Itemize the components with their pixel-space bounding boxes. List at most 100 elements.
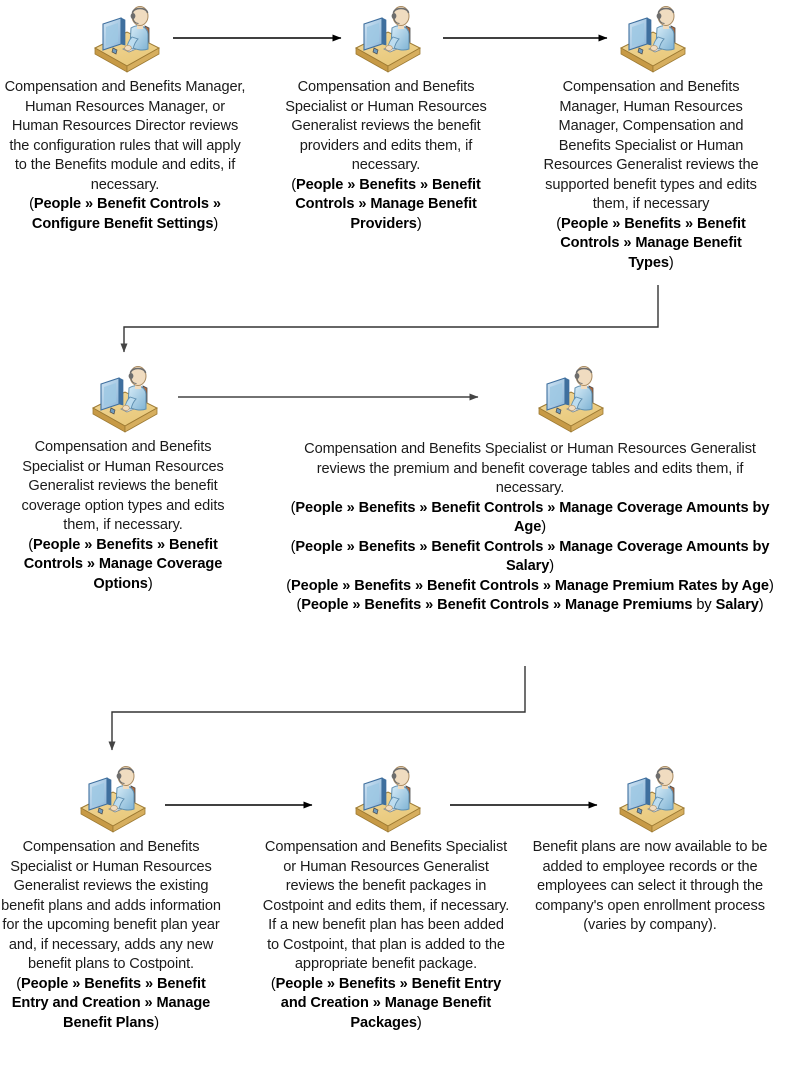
nav-separator: » (354, 196, 371, 212)
node-text: Compensation and Benefits Specialist or … (270, 78, 502, 234)
nav-separator: » (415, 538, 432, 555)
node-body: Compensation and Benefits Specialist or … (285, 79, 487, 173)
person-at-workstation-icon (527, 364, 611, 436)
person-at-workstation-icon (608, 764, 692, 836)
navigation-path: (People » Benefits » Benefit Controls » … (556, 215, 746, 271)
nav-segment: Manage Benefit Plans (63, 995, 211, 1031)
node-text: Compensation and Benefits Specialist or … (262, 838, 510, 1033)
navigation-path: (People » Benefits » Benefit Controls » … (296, 597, 764, 613)
nav-segment: Manage Benefit Packages (350, 995, 492, 1031)
navigation-path: (People » Benefits » Benefit Entry and C… (11, 975, 211, 1031)
navigation-path: (People » Benefits » Benefit Controls » … (23, 536, 223, 592)
nav-segment: Benefit Controls (431, 538, 544, 555)
nav-separator: » (538, 577, 555, 594)
nav-segment: Manage Premium Rates by Age (554, 577, 769, 594)
node-nav-paths: (People » Benefits » Benefit Entry and C… (0, 975, 222, 1034)
nav-segment: Benefits (358, 499, 416, 516)
nav-separator: » (416, 176, 432, 193)
nav-segment: People (561, 215, 609, 232)
person-at-workstation-icon (344, 764, 428, 836)
nav-separator: » (81, 196, 98, 212)
node-nav-paths: (People » Benefits » Benefit Controls » … (537, 215, 765, 274)
node-text: Compensation and Benefits Specialist or … (282, 440, 778, 616)
person-at-workstation-icon (609, 4, 693, 76)
nav-segment: Benefit Controls (560, 215, 746, 252)
nav-separator: » (342, 499, 359, 516)
nav-segment: People (275, 975, 323, 992)
nav-separator: » (368, 995, 385, 1011)
nav-separator: » (549, 597, 565, 613)
node-body: Compensation and Benefits Specialist or … (304, 441, 756, 496)
nav-segment: Benefits (624, 215, 682, 232)
person-at-workstation-icon (344, 4, 428, 76)
node-nav-paths: (People » Benefits » Benefit Controls » … (282, 499, 778, 616)
node-body: Compensation and Benefits Manager, Human… (4, 79, 246, 193)
navigation-path: (People » Benefit Controls » Configure B… (29, 196, 221, 232)
nav-segment: Benefits (354, 577, 412, 594)
node-text: Benefit plans are now available to be ad… (528, 838, 772, 936)
node-body: Benefit plans are now available to be ad… (532, 839, 768, 933)
nav-segment: Benefit Controls (23, 536, 218, 573)
nav-segment: People (291, 577, 339, 594)
navigation-path: (People » Benefits » Benefit Controls » … (290, 538, 770, 575)
nav-segment: Benefit Controls (97, 196, 209, 212)
nav-segment: Configure Benefit Settings (31, 215, 214, 232)
nav-separator: » (411, 577, 427, 594)
nav-tail-regular: by (692, 597, 716, 613)
person-at-workstation-icon (81, 364, 165, 436)
nav-segment: People (33, 536, 81, 553)
nav-segment: Manage Premiums (564, 597, 693, 613)
navigation-path: (People » Benefits » Benefit Controls » … (290, 499, 770, 536)
nav-separator: » (395, 975, 412, 992)
connector-node5-to-node6 (108, 666, 526, 751)
nav-segment: Benefits (338, 975, 396, 992)
node-text: Compensation and Benefits Specialist or … (2, 438, 244, 594)
nav-segment: Benefit Controls (431, 499, 544, 516)
nav-separator: » (343, 176, 360, 193)
node-body: Compensation and Benefits Specialist or … (262, 839, 510, 972)
node-body: Compensation and Benefits Specialist or … (21, 439, 225, 533)
nav-separator: » (348, 597, 365, 613)
nav-segment: People (295, 538, 343, 555)
nav-segment: Benefit Controls (426, 577, 539, 594)
nav-segment: Manage Benefit Types (628, 235, 742, 271)
nav-separator: » (68, 975, 85, 992)
nav-separator: » (141, 975, 157, 992)
nav-separator: » (543, 499, 560, 516)
nav-segment: Manage Benefit Providers (350, 196, 477, 232)
nav-separator: » (153, 536, 169, 553)
nav-segment: People (296, 176, 344, 193)
navigation-path: (People » Benefits » Benefit Controls » … (286, 577, 774, 594)
node-text: Compensation and Benefits Manager, Human… (537, 78, 765, 273)
nav-segment: Benefits (96, 536, 154, 553)
node-nav-paths: (People » Benefits » Benefit Controls » … (270, 176, 502, 235)
nav-segment: Benefits (358, 538, 416, 555)
nav-segment: Benefit Controls (437, 597, 550, 613)
person-at-workstation-icon (83, 4, 167, 76)
nav-segment: People (21, 975, 69, 992)
nav-segment: Benefits (84, 975, 142, 992)
node-nav-paths: (People » Benefits » Benefit Entry and C… (262, 975, 510, 1034)
nav-segment: Manage Coverage Options (93, 556, 223, 592)
nav-separator: » (82, 556, 99, 572)
nav-separator: » (80, 536, 97, 553)
nav-segment: Manage Coverage Amounts by Age (513, 499, 770, 536)
node-nav-paths: (People » Benefits » Benefit Controls » … (2, 536, 244, 595)
nav-separator: » (342, 538, 359, 555)
node-nav-paths: (People » Benefit Controls » Configure B… (4, 195, 246, 234)
nav-separator: » (608, 215, 625, 232)
nav-separator: » (543, 538, 560, 555)
nav-separator: » (415, 499, 432, 516)
nav-separator: » (421, 597, 438, 613)
nav-separator: » (208, 196, 221, 212)
connector-node3-to-node4 (120, 285, 659, 353)
navigation-path: (People » Benefits » Benefit Controls » … (291, 176, 481, 232)
node-text: Compensation and Benefits Specialist or … (0, 838, 222, 1033)
nav-segment: Benefit Controls (295, 176, 481, 213)
nav-separator: » (619, 235, 636, 251)
nav-segment: People (295, 499, 343, 516)
nav-segment: Benefits (359, 176, 417, 193)
person-at-workstation-icon (69, 764, 153, 836)
node-text: Compensation and Benefits Manager, Human… (4, 78, 246, 234)
